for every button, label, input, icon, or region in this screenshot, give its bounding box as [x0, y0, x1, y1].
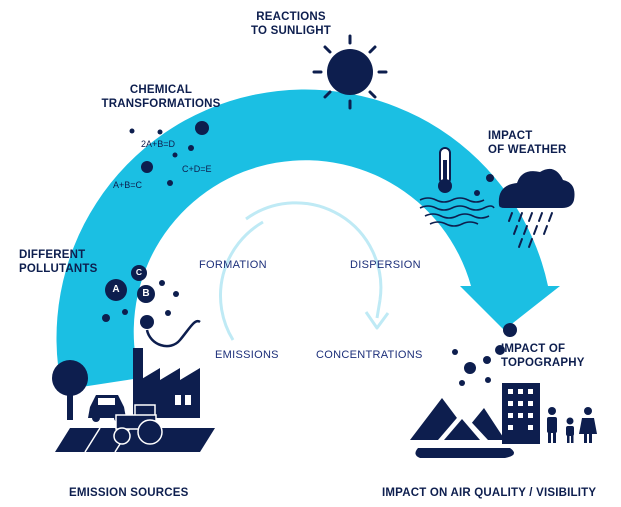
field-ground	[55, 427, 215, 453]
family-icon	[547, 407, 597, 443]
chip-a: A	[112, 284, 120, 295]
label-pollutants-line1: DIFFERENT	[19, 249, 86, 261]
label-chemical-line1: CHEMICAL	[129, 84, 193, 96]
label-weather-line2: OF WEATHER	[488, 144, 567, 156]
label-topography: IMPACT OF TOPOGRAPHY	[501, 342, 585, 370]
chip-b: B	[142, 288, 150, 299]
inner-formation: FORMATION	[199, 259, 267, 271]
label-topography-line2: TOPOGRAPHY	[501, 357, 585, 369]
pollutant-b-bubble	[137, 285, 155, 303]
label-weather: IMPACT OF WEATHER	[488, 129, 566, 157]
label-weather-line1: IMPACT	[488, 130, 533, 142]
chip-c: C	[135, 267, 143, 277]
label-emission-sources: EMISSION SOURCES	[69, 487, 189, 499]
cycle-arrow	[56, 89, 560, 390]
pollutant-a-bubble	[105, 279, 127, 301]
mountains-icon	[410, 398, 505, 440]
weather-dots	[474, 174, 494, 196]
label-pollutants: DIFFERENT POLLUTANTS	[19, 248, 97, 276]
building-icon	[502, 383, 540, 444]
label-reactions: REACTIONS TO SUNLIGHT	[246, 10, 336, 38]
label-reactions-line1: REACTIONS	[256, 11, 326, 23]
water-icon	[415, 448, 514, 458]
label-chemical-line2: TRANSFORMATIONS	[101, 98, 221, 110]
inner-emissions: EMISSIONS	[215, 349, 279, 361]
equation-2: C+D=E	[182, 164, 212, 174]
inner-dispersion: DISPERSION	[350, 259, 421, 271]
pollutant-c-bubble	[131, 265, 147, 281]
equation-1: 2A+B=D	[141, 139, 176, 149]
sun-icon	[312, 34, 388, 110]
molecule-dots	[129, 121, 209, 186]
wind-icon	[419, 197, 495, 227]
tree-icon	[52, 360, 88, 420]
label-pollutants-line2: POLLUTANTS	[19, 263, 98, 275]
pollutant-bubbles	[102, 265, 201, 348]
thermometer-icon	[438, 147, 452, 193]
cloud-rain-icon	[498, 168, 575, 248]
label-topography-line1: IMPACT OF	[501, 343, 566, 355]
inner-concentrations: CONCENTRATIONS	[316, 349, 423, 361]
inner-cycle	[219, 201, 390, 341]
tractor-icon	[113, 404, 163, 445]
equation-3: A+B=C	[113, 180, 143, 190]
label-impact-air: IMPACT ON AIR QUALITY / VISIBILITY	[382, 487, 597, 499]
label-chemical: CHEMICAL TRANSFORMATIONS	[99, 83, 223, 111]
label-reactions-line2: TO SUNLIGHT	[251, 25, 331, 37]
topography-dots	[452, 323, 517, 386]
